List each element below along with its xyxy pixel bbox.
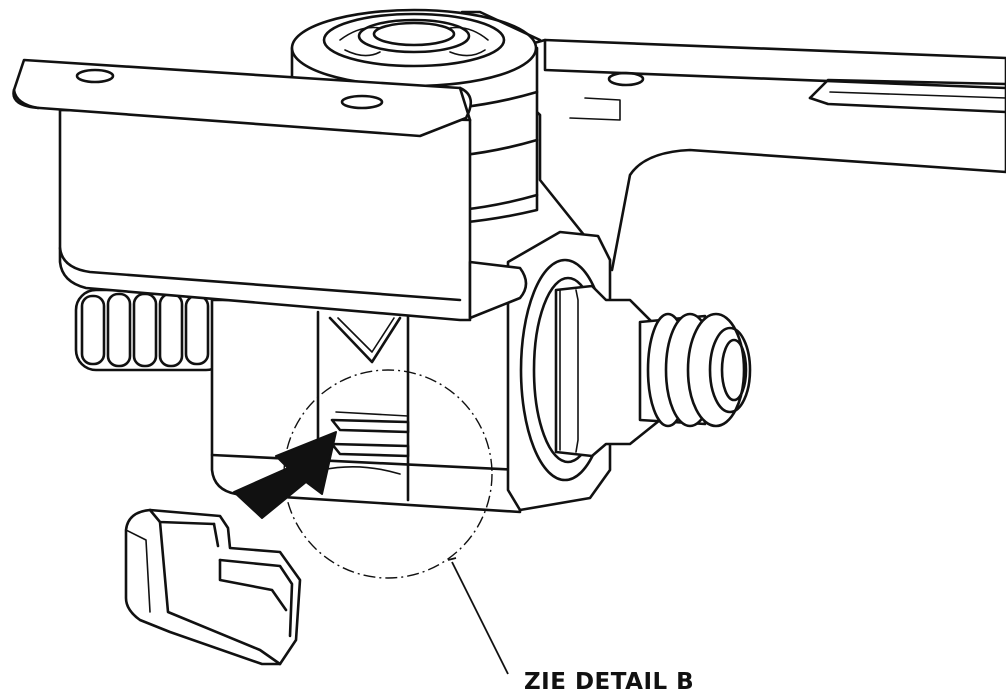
right-connector <box>506 230 752 512</box>
left-connector <box>74 288 228 372</box>
retainer-clip <box>124 508 302 666</box>
mounting-bracket <box>12 58 528 322</box>
mounting-plate <box>478 38 1006 272</box>
callout-leader-line <box>451 561 509 675</box>
detail-circle <box>283 369 493 579</box>
direction-arrow-icon <box>233 431 337 519</box>
leader-tick <box>447 557 457 561</box>
detail-callout-label: ZIE DETAIL B <box>524 669 695 695</box>
